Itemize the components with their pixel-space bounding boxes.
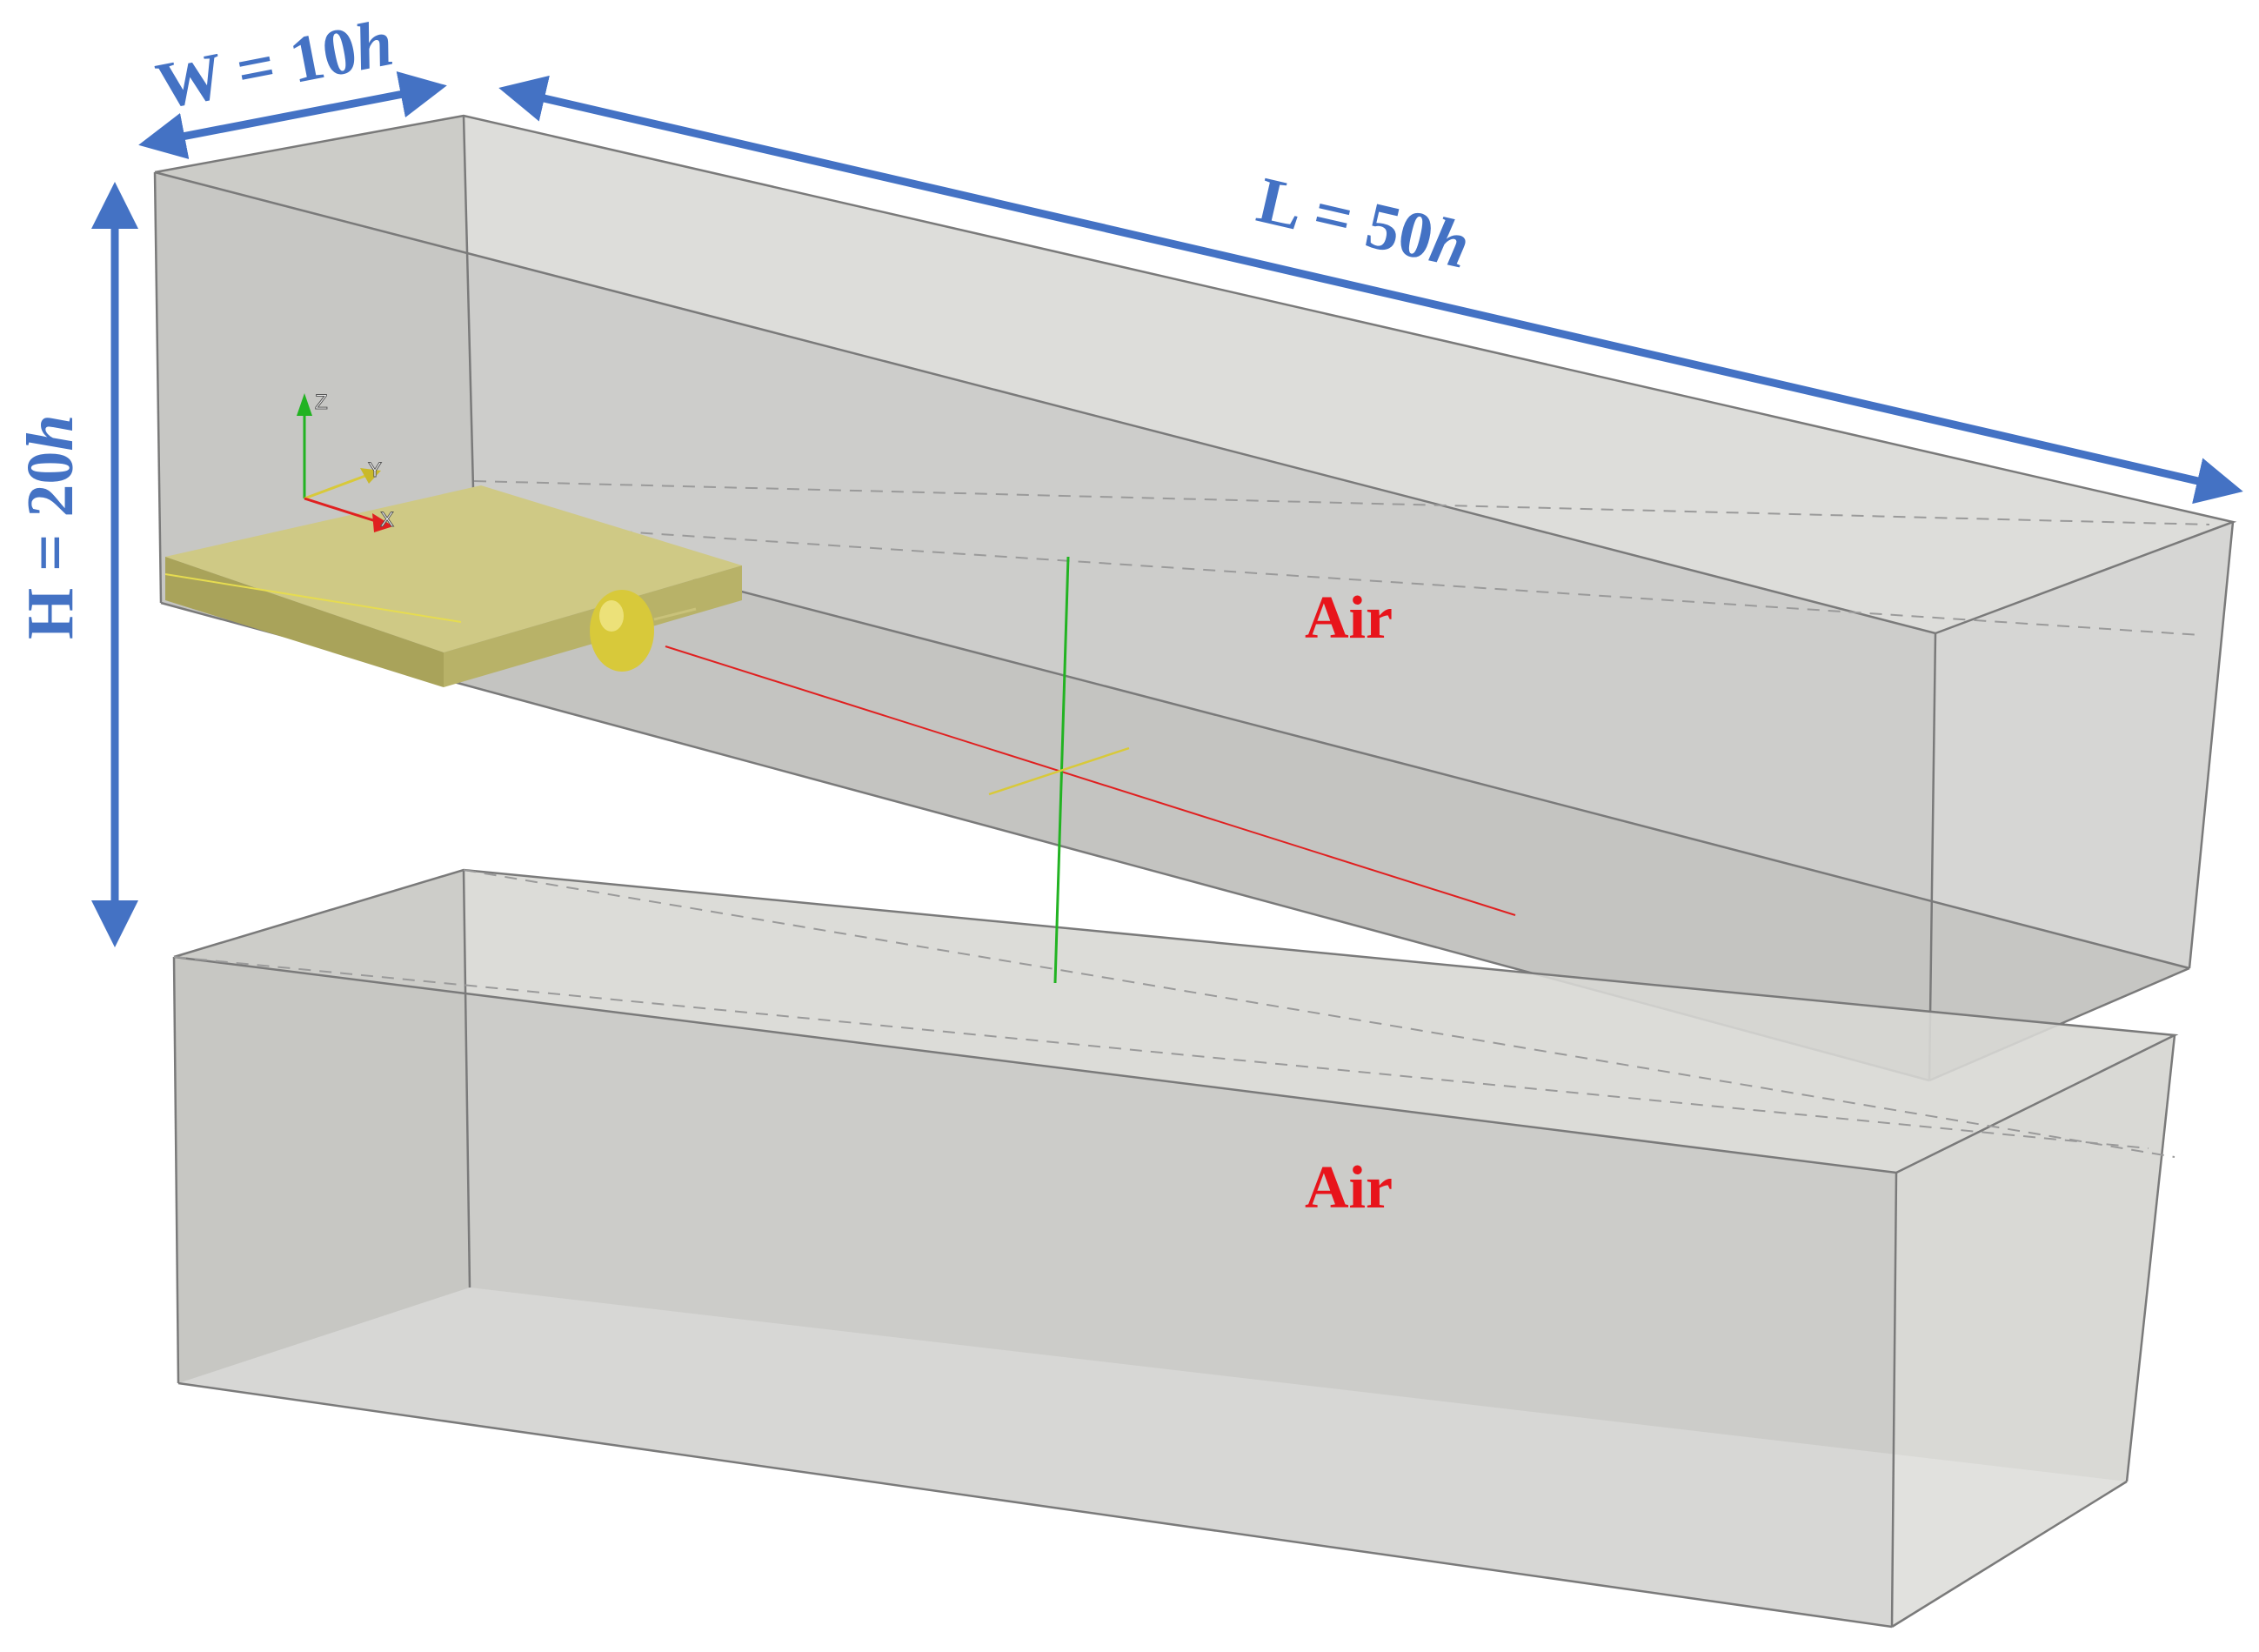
- x-axis-arrow-icon: [372, 513, 393, 532]
- lower-air-box: [172, 868, 2179, 1629]
- centerline-axes: [665, 556, 1516, 984]
- length-label: L = 50h: [1251, 164, 1476, 283]
- length-label-prefix: L = 50: [1251, 164, 1440, 275]
- height-label-prefix: H = 20: [14, 451, 87, 639]
- y-axis-label: Y: [368, 458, 382, 482]
- length-arrow: [498, 75, 2243, 505]
- y-axis-arrow-icon: [360, 468, 381, 484]
- z-axis-arrow-icon: [297, 393, 312, 416]
- width-arrow: [138, 71, 447, 159]
- height-label: H = 20h: [14, 414, 87, 639]
- lower-air-label: Air: [1305, 1154, 1393, 1221]
- z-axis-label: Z: [315, 391, 328, 414]
- upper-air-label: Air: [1305, 585, 1393, 652]
- coordinate-triad: Z Y X: [297, 391, 395, 532]
- height-label-var: h: [14, 414, 87, 451]
- dimension-arrows: [91, 71, 2243, 947]
- x-axis-label: X: [380, 508, 394, 532]
- droplet: [590, 590, 697, 672]
